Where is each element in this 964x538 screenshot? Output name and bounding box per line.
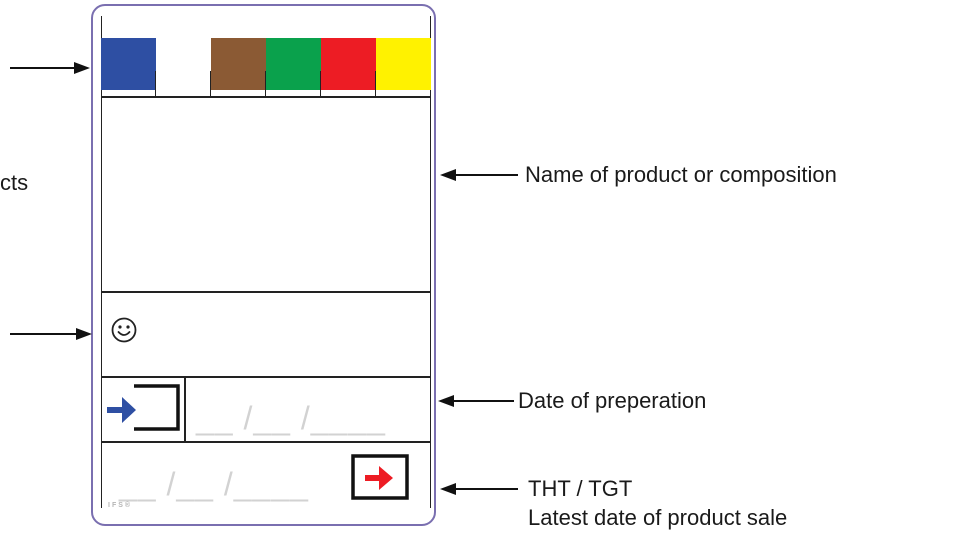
entry-arrow-icon xyxy=(104,383,182,433)
ifs-brand-mark: IFS® xyxy=(108,502,133,509)
right-arrow-preparation xyxy=(438,395,514,407)
color-swatch-row xyxy=(101,19,431,90)
swatch-checkbox xyxy=(156,71,211,97)
divider xyxy=(101,291,431,293)
divider xyxy=(184,377,186,441)
swatch-blue xyxy=(101,38,156,90)
swatch-checkbox xyxy=(376,71,431,97)
annotation-tht-title: THT / TGT xyxy=(528,476,633,501)
annotation-product-name: Name of product or composition xyxy=(525,162,837,187)
product-name-field xyxy=(103,98,429,290)
right-arrow-product-name xyxy=(440,169,518,181)
annotation-preparation-date: Date of preperation xyxy=(518,388,707,413)
right-arrow-tht xyxy=(440,483,518,495)
left-arrow-bottom xyxy=(10,328,92,340)
exit-arrow-icon xyxy=(349,454,411,500)
divider xyxy=(101,96,431,98)
swatch-yellow xyxy=(376,38,431,90)
swatch-brown xyxy=(211,38,266,90)
swatch-white xyxy=(156,38,211,90)
divider xyxy=(101,376,431,378)
smiley-face-icon xyxy=(111,317,137,343)
swatch-checkbox xyxy=(321,71,376,97)
swatch-checkbox xyxy=(266,71,321,97)
tht-date-slot: __ /__ /____ xyxy=(119,466,309,502)
label-inner-frame xyxy=(101,16,431,508)
swatch-checkbox xyxy=(211,71,266,97)
left-annotation-cut: cts xyxy=(0,170,29,195)
preparation-date-slot: __ /__ /____ xyxy=(196,400,386,436)
swatch-checkbox xyxy=(101,71,156,97)
swatch-red xyxy=(321,38,376,90)
swatch-green xyxy=(266,38,321,90)
annotation-tht-subtitle: Latest date of product sale xyxy=(528,505,788,530)
divider xyxy=(101,441,431,443)
label-card xyxy=(91,4,436,526)
left-arrow-top xyxy=(10,62,90,74)
